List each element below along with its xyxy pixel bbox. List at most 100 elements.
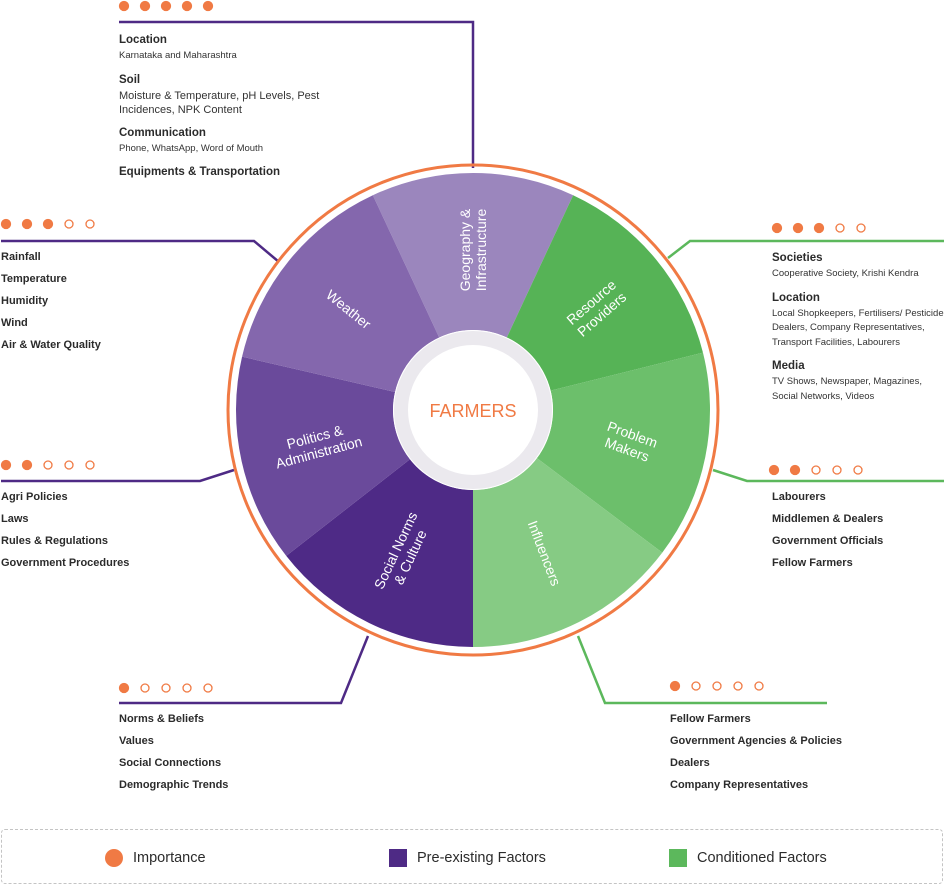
connector-lines (1, 20, 944, 705)
importance-filled-dot-icon (202, 0, 214, 12)
resource-societies-heading: Societies (772, 252, 823, 264)
importance-empty-dot-icon (712, 681, 722, 691)
importance-filled-dot-icon (21, 218, 33, 230)
importance-empty-dot-icon (832, 465, 842, 475)
resource-location-detail: Local Shopkeepers, Fertilisers/ Pesticid… (772, 307, 944, 348)
problem-item: Middlemen & Dealers (772, 513, 884, 525)
importance-filled-dot-icon (21, 459, 33, 471)
importance-empty-dot-icon (140, 683, 150, 693)
social-item: Social Connections (119, 757, 222, 769)
resource-media-detail: TV Shows, Newspaper, Magazines, Social N… (772, 376, 922, 402)
legend: Importance Pre-existing Factors Conditio… (1, 829, 943, 884)
importance-empty-dot-icon (835, 223, 845, 233)
geography-communication-heading: Communication (119, 126, 206, 139)
importance-empty-dot-icon (64, 219, 74, 229)
politics-item: Government Procedures (1, 557, 130, 569)
connector-geography (119, 20, 475, 168)
preexisting-square-icon (389, 849, 407, 867)
problem-item: Labourers (772, 491, 826, 503)
importance-empty-dot-icon (85, 460, 95, 470)
weather-item: Air & Water Quality (1, 339, 101, 351)
resource-media-heading: Media (772, 360, 805, 372)
politics-item: Laws (1, 513, 29, 525)
importance-filled-dot-icon (118, 682, 130, 694)
importance-empty-dot-icon (203, 683, 213, 693)
importance-dots (0, 0, 866, 694)
influencers-item: Company Representatives (670, 779, 809, 791)
importance-filled-dot-icon (42, 218, 54, 230)
segment-label-geography: Geography &Infrastructure (457, 208, 489, 291)
resource-location-heading: Location (772, 291, 820, 304)
importance-filled-dot-icon (789, 464, 801, 476)
connector-weather (1, 239, 280, 263)
legend-preexisting-label: Pre-existing Factors (417, 850, 546, 866)
geography-location-detail: Karnataka and Maharashtra (119, 50, 237, 61)
politics-details: Agri Policies Laws Rules & Regulations G… (1, 486, 129, 574)
geography-equipment-heading: Equipments & Transportation (119, 166, 281, 178)
importance-empty-dot-icon (691, 681, 701, 691)
politics-item: Agri Policies (1, 491, 68, 503)
segment-weather (242, 195, 440, 393)
segment-influencers (473, 458, 663, 647)
geography-communication-detail: Phone, WhatsApp, Word of Mouth (119, 142, 263, 154)
importance-filled-dot-icon (0, 218, 12, 230)
legend-conditioned-label: Conditioned Factors (697, 850, 827, 866)
weather-item: Temperature (1, 273, 67, 285)
problem-item: Government Officials (772, 535, 884, 547)
influencers-item: Dealers (670, 757, 710, 769)
segment-resource (506, 195, 703, 391)
geography-location-heading: Location (119, 34, 167, 46)
segment-geography (372, 173, 574, 338)
legend-importance-label: Importance (133, 850, 206, 866)
importance-empty-dot-icon (856, 223, 866, 233)
importance-filled-dot-icon (771, 222, 783, 234)
importance-filled-dot-icon (768, 464, 780, 476)
weather-item: Wind (1, 317, 28, 329)
resource-details: Societies Cooperative Society, Krishi Ke… (772, 251, 944, 413)
influencers-item: Government Agencies & Policies (670, 735, 842, 747)
importance-filled-dot-icon (181, 0, 193, 12)
importance-empty-dot-icon (811, 465, 821, 475)
social-item: Norms & Beliefs (119, 713, 204, 725)
weather-details: Rainfall Temperature Humidity Wind Air &… (1, 246, 101, 356)
importance-empty-dot-icon (754, 681, 764, 691)
segment-problem (536, 352, 710, 553)
social-details: Norms & Beliefs Values Social Connection… (119, 708, 228, 796)
wheel: Geography &InfrastructureResourceProvide… (226, 163, 720, 657)
legend-preexisting: Pre-existing Factors (389, 849, 546, 867)
importance-filled-dot-icon (0, 459, 12, 471)
factor-wheel-diagram: Geography &InfrastructureResourceProvide… (0, 0, 944, 705)
connector-resource (667, 239, 944, 259)
geography-soil-detail: Moisture & Temperature, pH Levels, Pest … (119, 89, 320, 116)
connector-social (119, 635, 370, 705)
connector-problem (712, 468, 944, 483)
conditioned-square-icon (669, 849, 687, 867)
importance-empty-dot-icon (161, 683, 171, 693)
importance-filled-dot-icon (792, 222, 804, 234)
resource-societies-detail: Cooperative Society, Krishi Kendra (772, 268, 919, 279)
center-label: FARMERS (429, 401, 516, 421)
center-hub (393, 330, 553, 490)
connector-politics (1, 468, 235, 483)
geography-soil-heading: Soil (119, 73, 141, 86)
importance-empty-dot-icon (733, 681, 743, 691)
politics-item: Rules & Regulations (1, 535, 108, 547)
weather-item: Rainfall (1, 251, 41, 263)
legend-importance: Importance (105, 849, 206, 867)
importance-empty-dot-icon (85, 219, 95, 229)
importance-filled-dot-icon (160, 0, 172, 12)
importance-filled-dot-icon (118, 0, 130, 12)
social-item: Values (119, 735, 154, 747)
social-item: Demographic Trends (119, 779, 229, 791)
connector-influencers (576, 635, 827, 705)
importance-filled-dot-icon (669, 680, 681, 692)
problem-details: Labourers Middlemen & Dealers Government… (772, 486, 883, 574)
outer-ring (226, 163, 720, 657)
problem-item: Fellow Farmers (772, 557, 853, 569)
importance-dot-icon (105, 849, 123, 867)
importance-empty-dot-icon (64, 460, 74, 470)
geography-details: Location Karnataka and Maharashtra Soil … (119, 33, 349, 181)
segment-politics (236, 356, 410, 556)
influencers-item: Fellow Farmers (670, 713, 751, 725)
importance-empty-dot-icon (182, 683, 192, 693)
